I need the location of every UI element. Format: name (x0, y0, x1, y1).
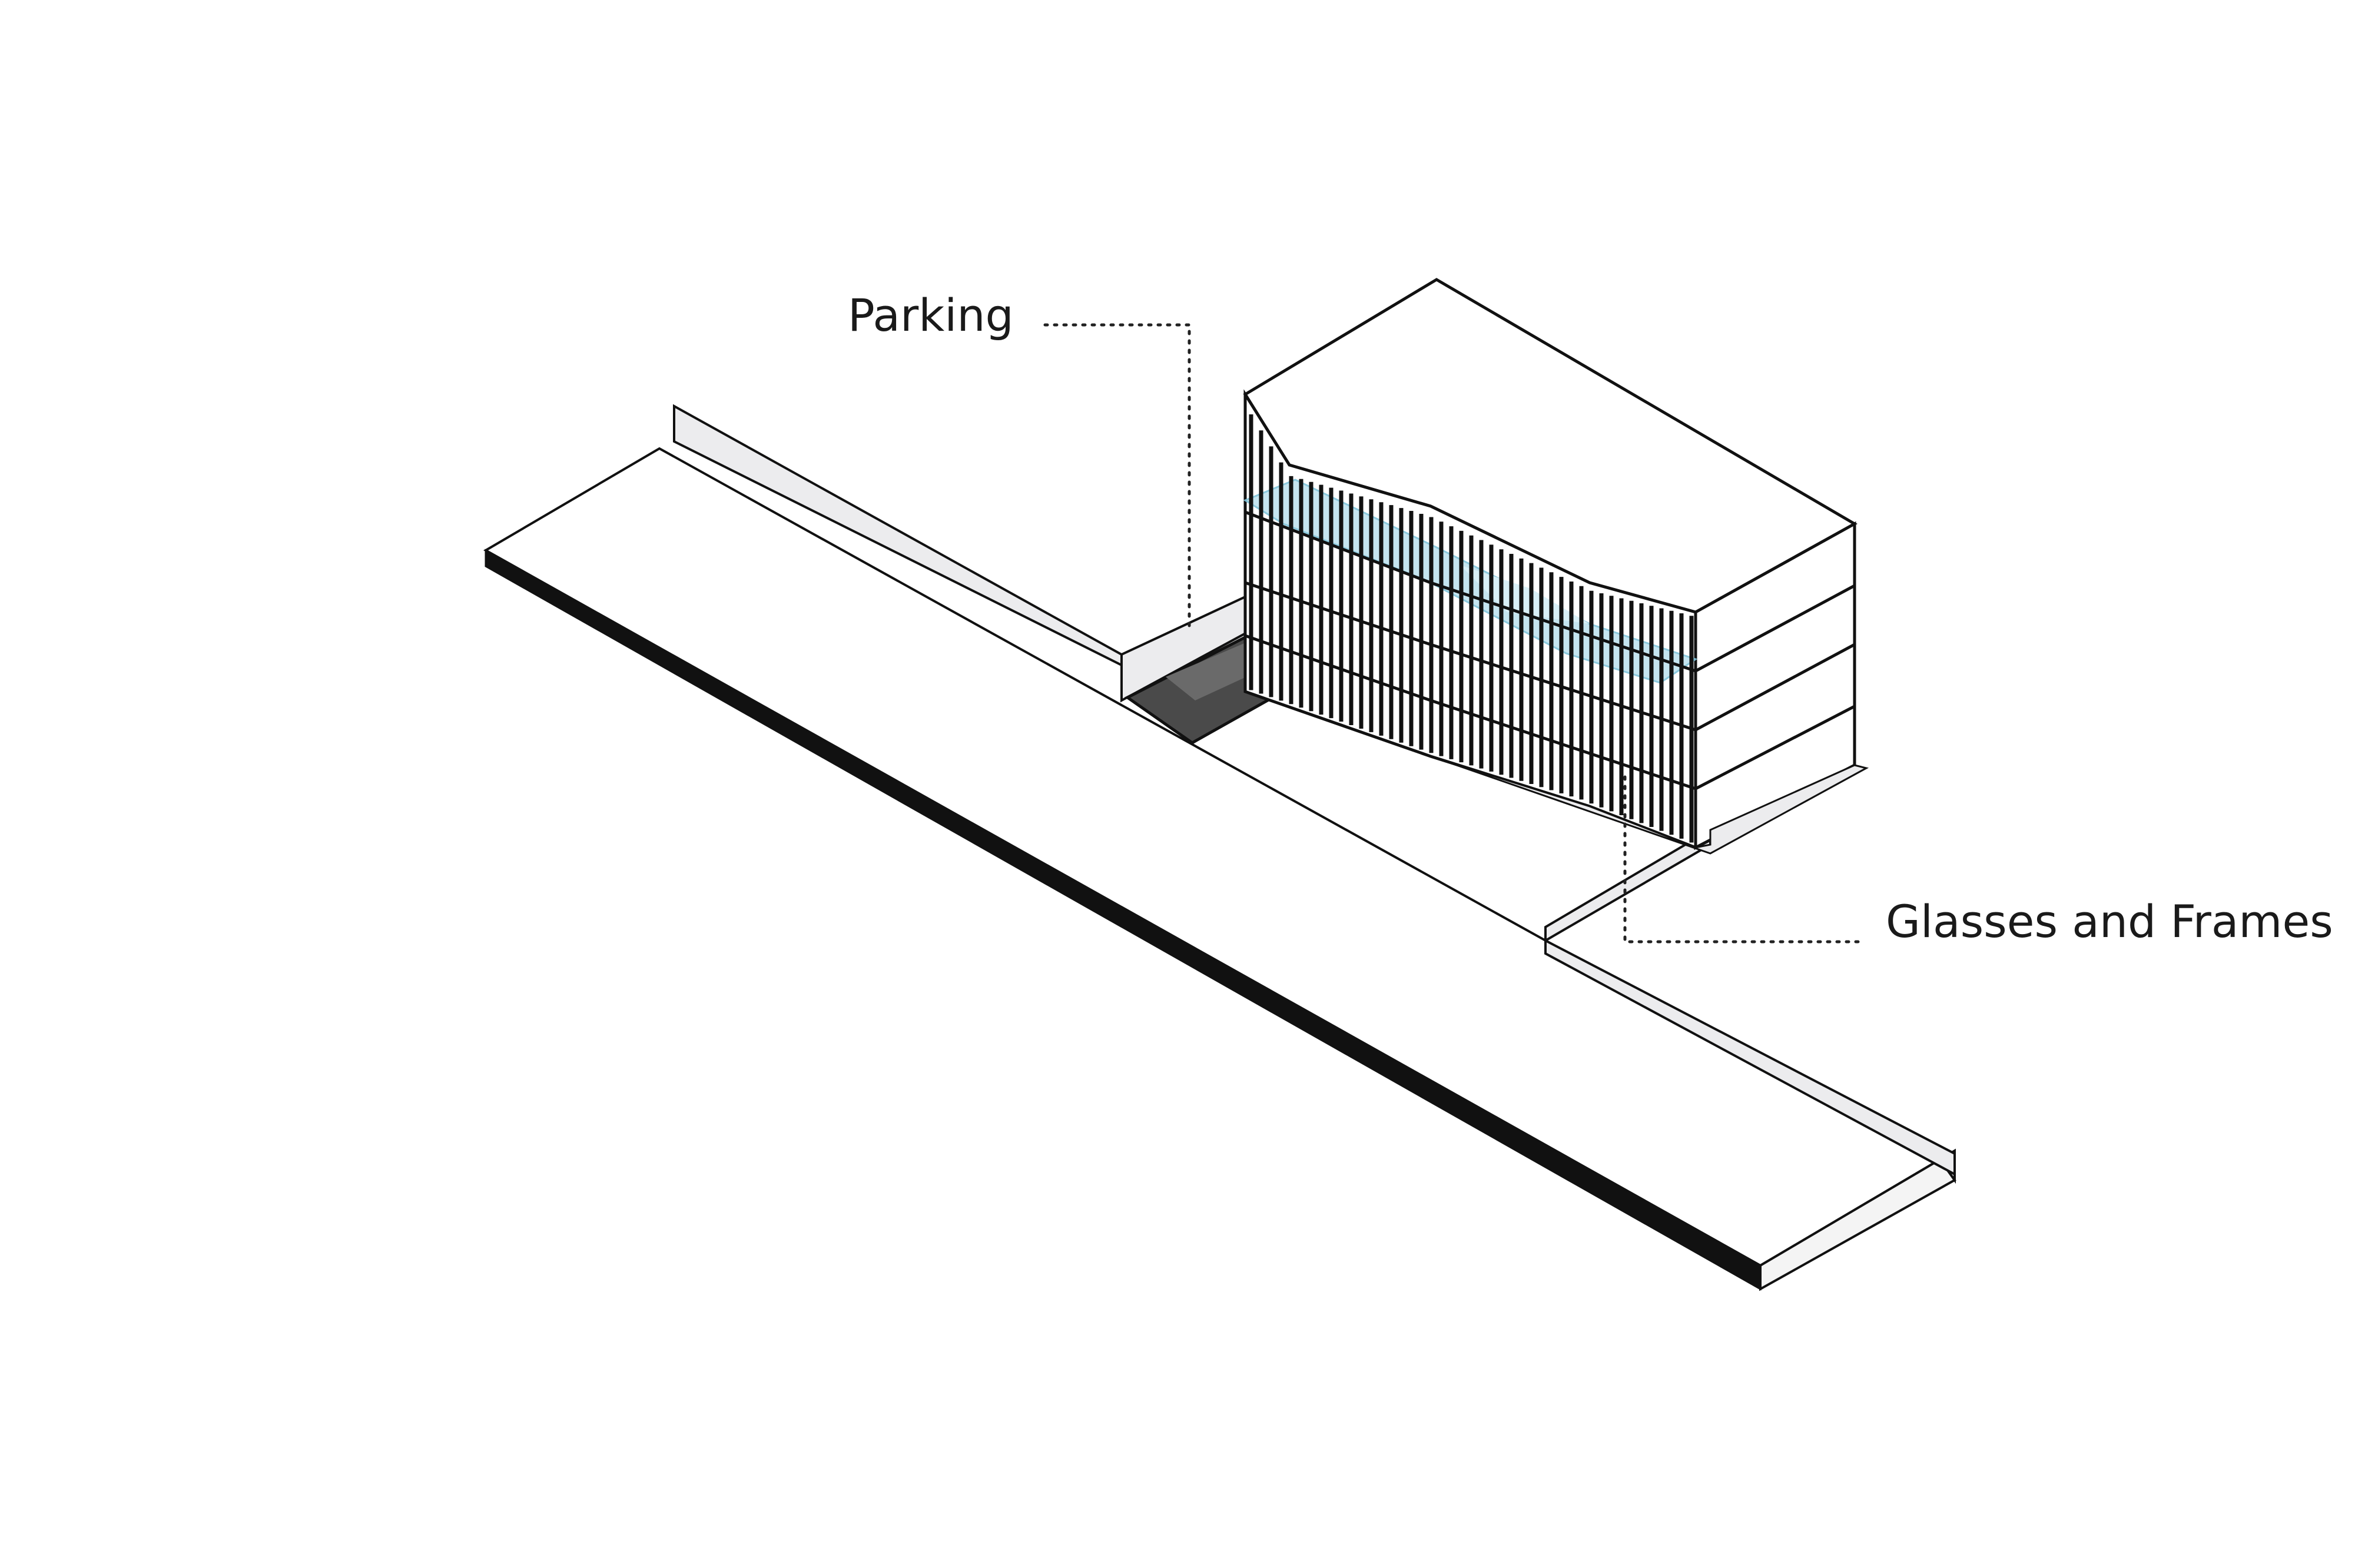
glasses-leader-line (1623, 775, 1865, 944)
parking-label: Parking (848, 289, 1014, 341)
building-plinth (1245, 690, 1869, 855)
right-low-wall (1544, 828, 1956, 1177)
parking-leader-line (1043, 323, 1191, 629)
glasses-and-frames-label: Glasses and Frames (1886, 895, 2333, 948)
building-block (1243, 278, 1869, 855)
